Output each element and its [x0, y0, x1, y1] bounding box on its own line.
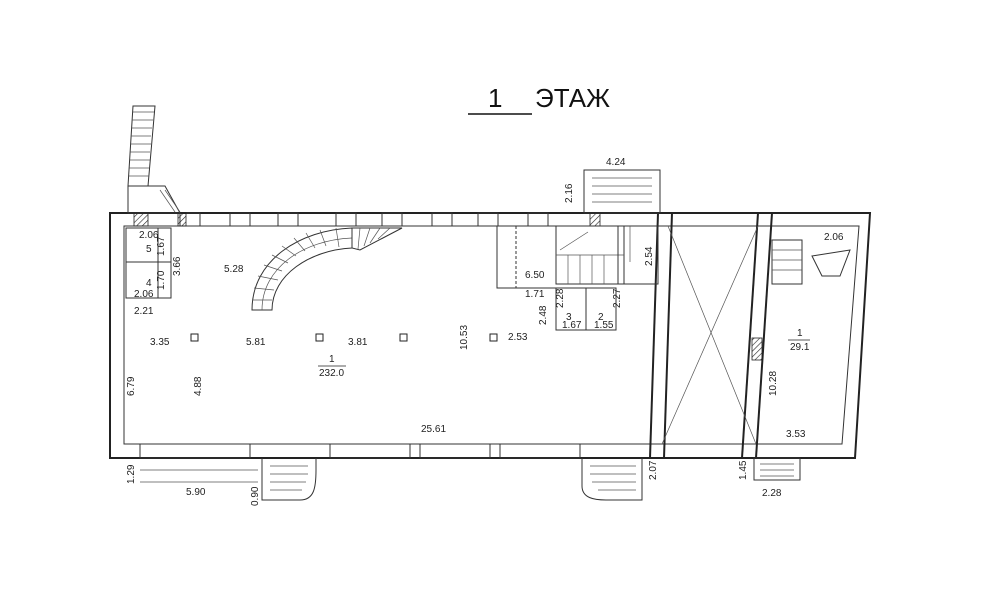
- main-room-number: 1: [329, 354, 335, 365]
- dim-bay3: 3.81: [348, 337, 368, 348]
- bottom-windows: [139, 443, 581, 459]
- small-rooms-left: 5 4: [125, 227, 172, 299]
- dim-top-porch-depth: 2.16: [564, 183, 575, 203]
- exterior-stair-top-left: [127, 105, 181, 214]
- room-labels: 1 232.0 1 29.1: [318, 328, 810, 379]
- dim-bottom-right-h: 1.45: [738, 460, 749, 480]
- columns: [190, 333, 498, 342]
- dim-bay1: 3.35: [150, 337, 170, 348]
- bottom-mid-porch: [581, 458, 643, 501]
- dim-right-top: 2.06: [824, 232, 844, 243]
- dim-wc2-w: 1.55: [594, 320, 614, 331]
- dim-right-height: 10.28: [768, 371, 779, 396]
- dim-wc-h1: 2.28: [555, 288, 566, 308]
- dim-small-room-2w: 2.06: [134, 289, 154, 300]
- floor-label: ЭТАЖ: [535, 83, 610, 113]
- dim-height-main: 10.53: [459, 325, 470, 350]
- room-2-label: 2: [598, 312, 604, 323]
- dim-stair-span: 5.28: [224, 264, 244, 275]
- dimension-labels: 4.24 2.16 2.06 1.67 2.06 1.70 3.66 2.21 …: [126, 157, 844, 506]
- dim-bottom-mid-porch: 2.07: [648, 460, 659, 480]
- dim-bottom-left-len: 5.90: [186, 487, 206, 498]
- room-3-label: 3: [566, 312, 572, 323]
- floor-number: 1: [488, 83, 502, 113]
- dim-wc-h2: 2.27: [612, 288, 623, 308]
- spiral-stair: [251, 227, 403, 311]
- dim-right-width: 3.53: [786, 429, 806, 440]
- dim-total-length: 25.61: [421, 424, 446, 435]
- room-4-label: 4: [146, 278, 152, 289]
- dim-small-room-h: 1.67: [156, 236, 167, 256]
- dim-corridor: 6.50: [525, 270, 545, 281]
- main-room-area: 232.0: [319, 368, 344, 379]
- dim-stair-h: 2.54: [644, 246, 655, 266]
- dim-small-room-w: 2.06: [139, 230, 159, 241]
- floor-title: 1 ЭТАЖ: [468, 83, 610, 115]
- dimension-lines: [140, 469, 258, 483]
- dim-wc-gap: 1.71: [525, 289, 545, 300]
- dim-small-rooms-total: 3.66: [172, 256, 183, 276]
- dim-top-porch: 4.24: [606, 157, 626, 168]
- top-porch: [583, 169, 661, 214]
- top-windows: [133, 212, 601, 227]
- dim-bottom-right-w: 2.28: [762, 488, 782, 499]
- dim-inner-height: 4.88: [193, 376, 204, 396]
- right-room-area: 29.1: [790, 342, 810, 353]
- dim-bottom-porch: 0.90: [250, 486, 261, 506]
- corridor-cross: [661, 225, 759, 445]
- service-block: 3 2: [496, 225, 659, 331]
- room-5-label: 5: [146, 244, 152, 255]
- bottom-left-porch: [261, 458, 317, 501]
- dim-below-small: 2.21: [134, 306, 154, 317]
- bottom-right-porch: [753, 457, 801, 481]
- dim-bottom-left-step: 1.29: [126, 464, 137, 484]
- dim-small-room-2h: 1.70: [156, 270, 167, 290]
- dim-bay4: 2.53: [508, 332, 528, 343]
- dim-wc1-w: 1.67: [562, 320, 582, 331]
- right-room-stair: [751, 239, 851, 361]
- dim-left-wall: 6.79: [126, 376, 137, 396]
- right-room-number: 1: [797, 328, 803, 339]
- dim-wc-depth: 2.48: [538, 305, 549, 325]
- dim-bay2: 5.81: [246, 337, 266, 348]
